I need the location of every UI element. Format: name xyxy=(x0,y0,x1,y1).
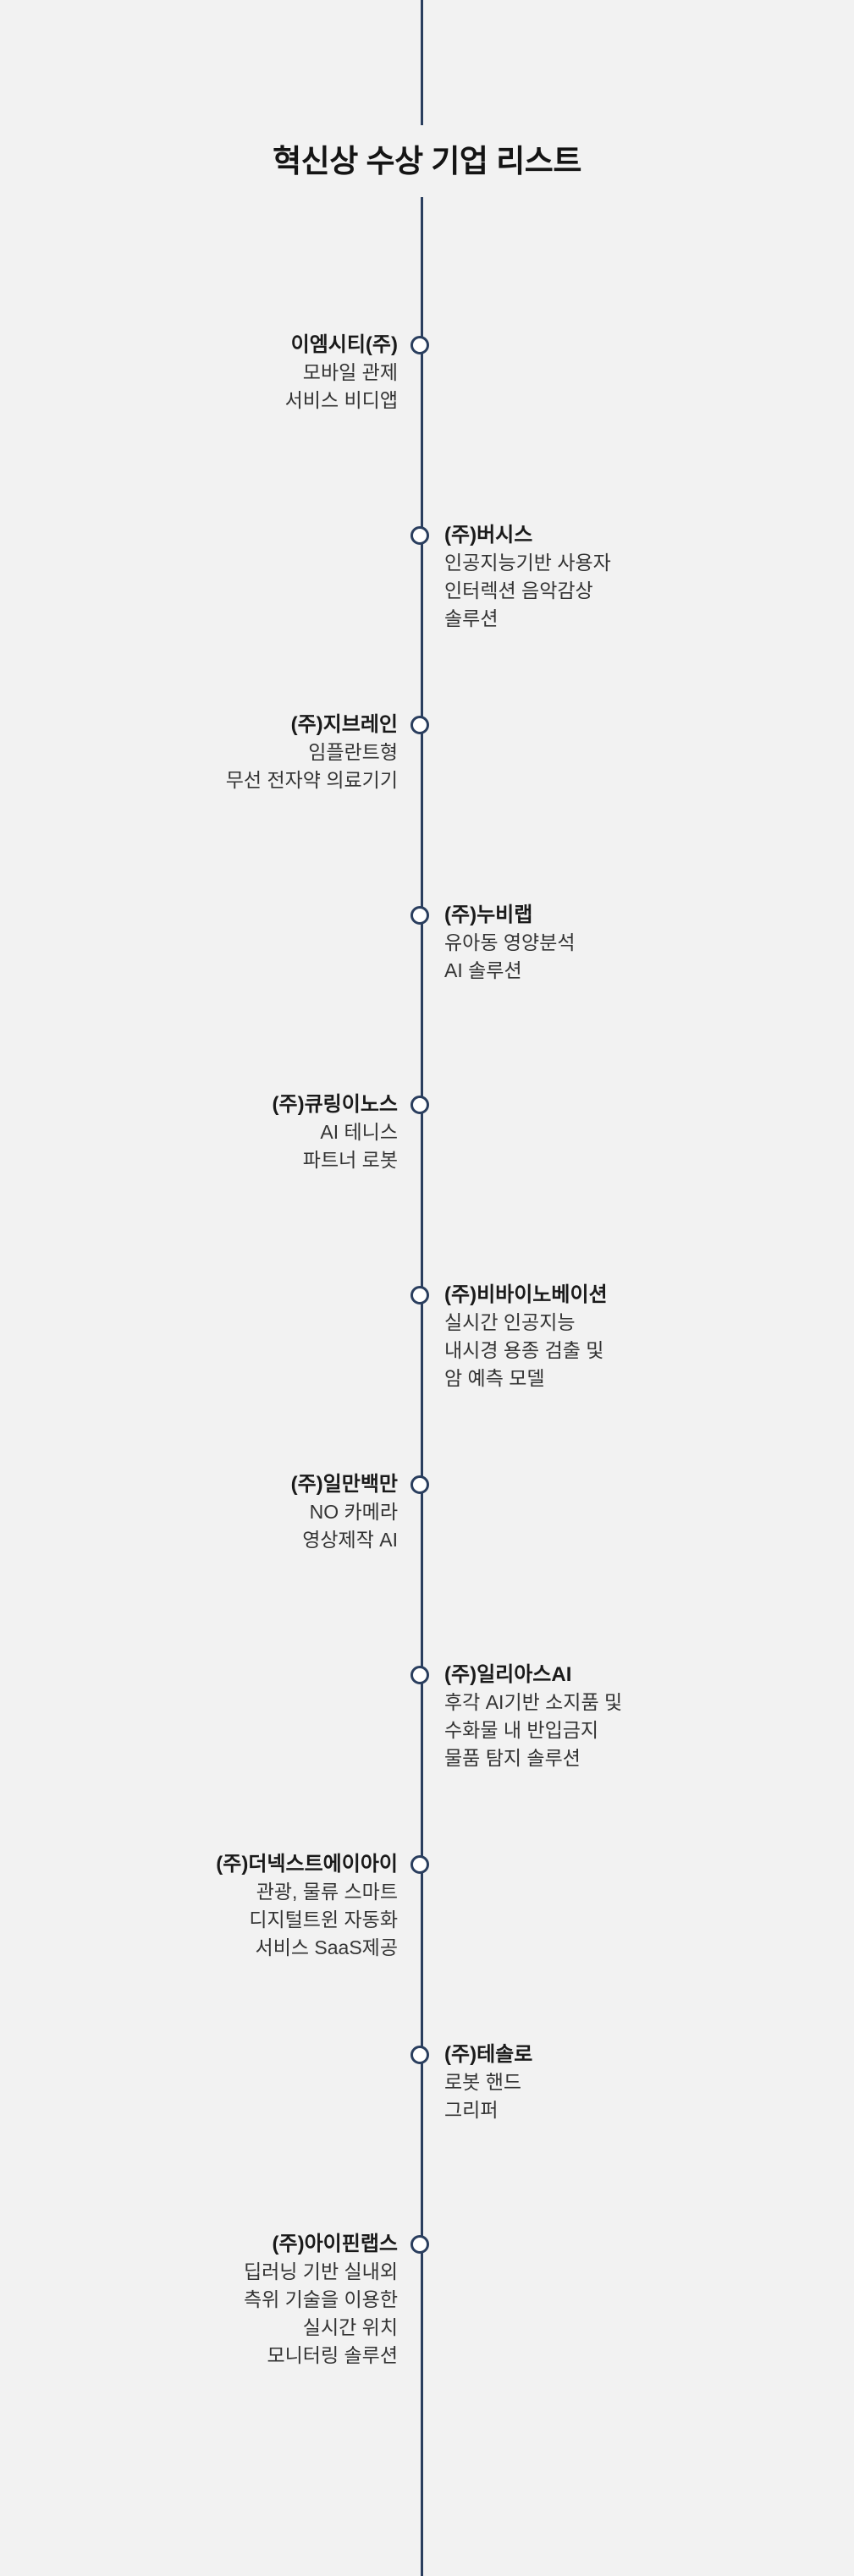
company-name: 이엠시티(주) xyxy=(290,333,398,356)
company-description-line: 암 예측 모델 xyxy=(444,1366,545,1389)
company-name: (주)큐링이노스 xyxy=(272,1093,398,1116)
company-name: (주)누비랩 xyxy=(444,903,533,926)
company-description-line: 무선 전자약 의료기기 xyxy=(225,769,398,791)
company-description-line: 유아동 영양분석 xyxy=(444,931,576,953)
company-description-line: 수화물 내 반입금지 xyxy=(444,1718,599,1741)
timeline-node xyxy=(410,2235,429,2254)
company-description-line: 영상제작 AI xyxy=(302,1529,398,1551)
company-description-line: NO 카메라 xyxy=(309,1501,398,1523)
timeline-node xyxy=(410,1285,429,1304)
company-description-line: 인공지능기반 사용자 xyxy=(444,551,611,574)
company-description-line: 로봇 핸드 xyxy=(444,2070,522,2093)
company-description-line: 파트너 로봇 xyxy=(302,1149,398,1171)
company-description-line: 실시간 인공지능 xyxy=(444,1310,576,1333)
company-description-line: 솔루션 xyxy=(444,607,499,629)
company-description-line: 임플란트형 xyxy=(308,741,398,763)
company-name: (주)아이핀랩스 xyxy=(272,2233,398,2255)
company-description-line: 관광, 물류 스마트 xyxy=(256,1881,398,1903)
company-description-line: AI 솔루션 xyxy=(444,958,522,981)
company-description-line: 딥러닝 기반 실내외 xyxy=(243,2260,398,2282)
company-description-line: 모니터링 솔루션 xyxy=(267,2344,398,2366)
company-description-line: 디지털트윈 자동화 xyxy=(249,1909,398,1931)
timeline-node xyxy=(410,2045,429,2064)
company-name: (주)일리아스AI xyxy=(444,1662,572,1686)
timeline-node xyxy=(410,716,429,734)
company-description-line: 측위 기술을 이용한 xyxy=(243,2288,398,2310)
company-description-line: AI 테니스 xyxy=(320,1121,398,1143)
timeline-node xyxy=(410,336,429,354)
timeline-node xyxy=(410,905,429,925)
company-description-line: 물품 탐지 솔루션 xyxy=(444,1746,581,1769)
company-description-line: 모바일 관제 xyxy=(302,361,398,383)
timeline-node xyxy=(410,525,429,545)
company-name: (주)지브레인 xyxy=(290,713,398,736)
timeline-node xyxy=(410,1475,429,1494)
company-name: (주)일만백만 xyxy=(290,1473,398,1496)
company-description-line: 그리퍼 xyxy=(444,2098,499,2121)
company-description-line: 인터렉션 음악감상 xyxy=(444,579,593,601)
company-name: (주)비바이노베이션 xyxy=(444,1283,608,1306)
company-description-line: 내시경 용종 검출 및 xyxy=(444,1338,604,1361)
page-title: 혁신상 수상 기업 리스트 xyxy=(273,144,581,179)
company-name: (주)버시스 xyxy=(444,523,533,547)
timeline-line-top xyxy=(421,0,423,125)
timeline-node xyxy=(410,1096,429,1114)
company-name: (주)테솔로 xyxy=(444,2042,533,2066)
timeline-node xyxy=(410,1665,429,1684)
company-description-line: 실시간 위치 xyxy=(302,2316,398,2338)
company-description-line: 서비스 SaaS제공 xyxy=(255,1936,398,1958)
timeline-node xyxy=(410,1855,429,1874)
company-name: (주)더넥스트에이아이 xyxy=(216,1853,398,1876)
timeline-line xyxy=(421,197,423,2576)
company-description-line: 서비스 비디앱 xyxy=(284,389,398,411)
company-description-line: 후각 AI기반 소지품 및 xyxy=(444,1690,623,1713)
